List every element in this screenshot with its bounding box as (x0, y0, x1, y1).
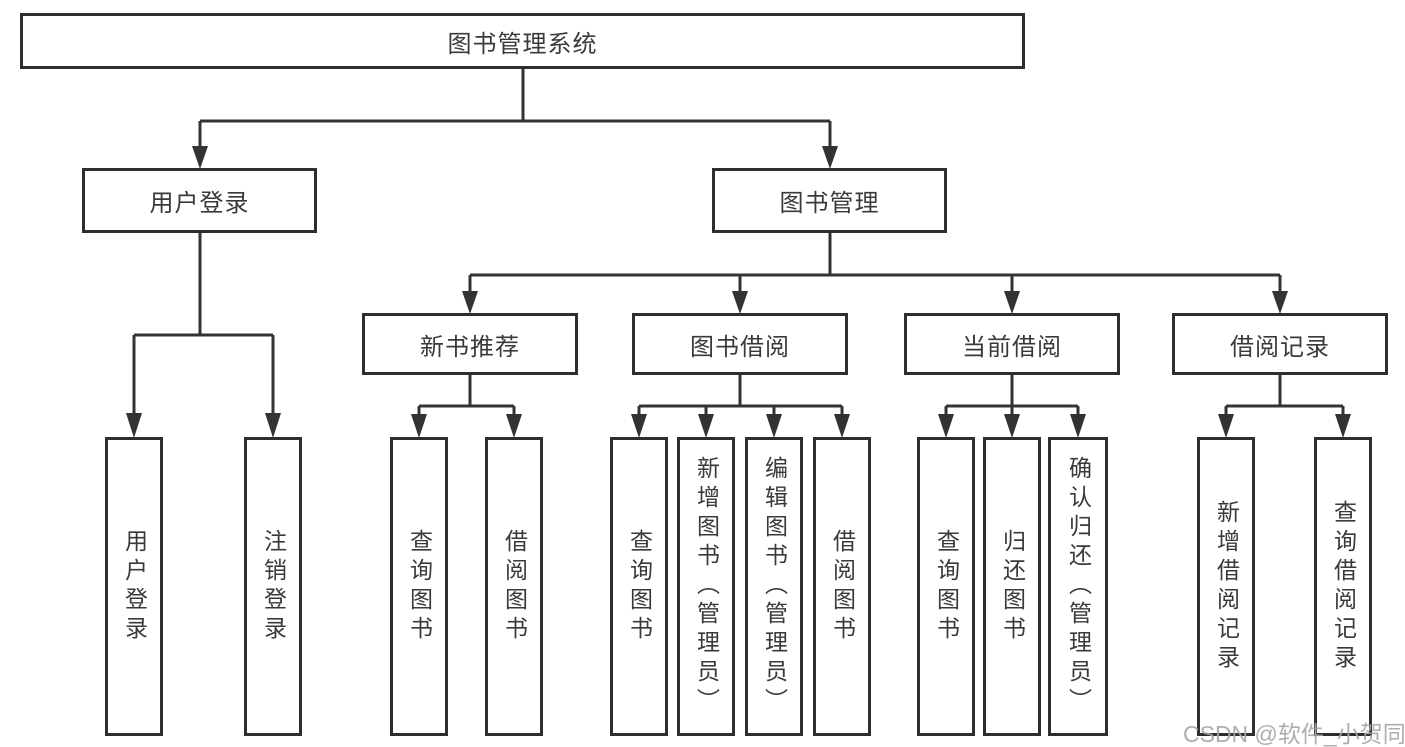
leaf-current-query-books: 查询图书 (917, 437, 975, 736)
leaf-user-login: 用户登录 (105, 437, 163, 736)
leaf-query-borrow-record: 查询借阅记录 (1314, 437, 1372, 736)
node-label: 查询借阅记录 (1330, 499, 1357, 674)
node-label: 归还图书 (999, 528, 1026, 645)
node-library-management-system: 图书管理系统 (20, 13, 1025, 69)
node-label: 图书管理系统 (447, 30, 598, 58)
node-book-management: 图书管理 (712, 168, 947, 233)
csdn-watermark: CSDN @软件_小贺同学 (1183, 721, 1405, 747)
leaf-logout: 注销登录 (244, 437, 302, 736)
node-label: 注销登录 (260, 528, 287, 645)
node-new-book-recommendation: 新书推荐 (362, 313, 578, 375)
node-label: 查询图书 (406, 528, 433, 645)
node-label: 借阅记录 (1230, 333, 1330, 361)
leaf-borrowing-borrow-books: 借阅图书 (813, 437, 871, 736)
node-label: 用户登录 (121, 528, 148, 645)
leaf-return-books: 归还图书 (983, 437, 1041, 736)
node-label: 新书推荐 (420, 333, 520, 361)
node-label: 借阅图书 (829, 528, 856, 645)
node-label: 确认归还（管理员） (1065, 456, 1092, 717)
leaf-borrowing-query-books: 查询图书 (610, 437, 668, 736)
node-label: 新增图书（管理员） (693, 456, 720, 717)
node-label: 借阅图书 (501, 528, 528, 645)
node-label: 编辑图书（管理员） (761, 456, 788, 717)
node-book-borrowing: 图书借阅 (632, 313, 848, 375)
node-current-borrowing: 当前借阅 (904, 313, 1120, 375)
leaf-newbook-borrow-books: 借阅图书 (485, 437, 543, 736)
node-label: 图书管理 (779, 190, 880, 217)
leaf-confirm-return-admin: 确认归还（管理员） (1048, 437, 1108, 736)
node-label: 用户登录 (149, 190, 250, 217)
node-borrowing-records: 借阅记录 (1172, 313, 1388, 375)
node-label: 查询图书 (626, 528, 653, 645)
leaf-newbook-query-books: 查询图书 (390, 437, 448, 736)
leaf-edit-book-admin: 编辑图书（管理员） (745, 437, 803, 736)
node-label: 新增借阅记录 (1213, 499, 1240, 674)
node-label: 查询图书 (933, 528, 960, 645)
node-label: 当前借阅 (962, 333, 1062, 361)
node-label: 图书借阅 (690, 333, 790, 361)
leaf-add-book-admin: 新增图书（管理员） (677, 437, 735, 736)
leaf-add-borrow-record: 新增借阅记录 (1197, 437, 1255, 736)
node-user-login: 用户登录 (82, 168, 317, 233)
